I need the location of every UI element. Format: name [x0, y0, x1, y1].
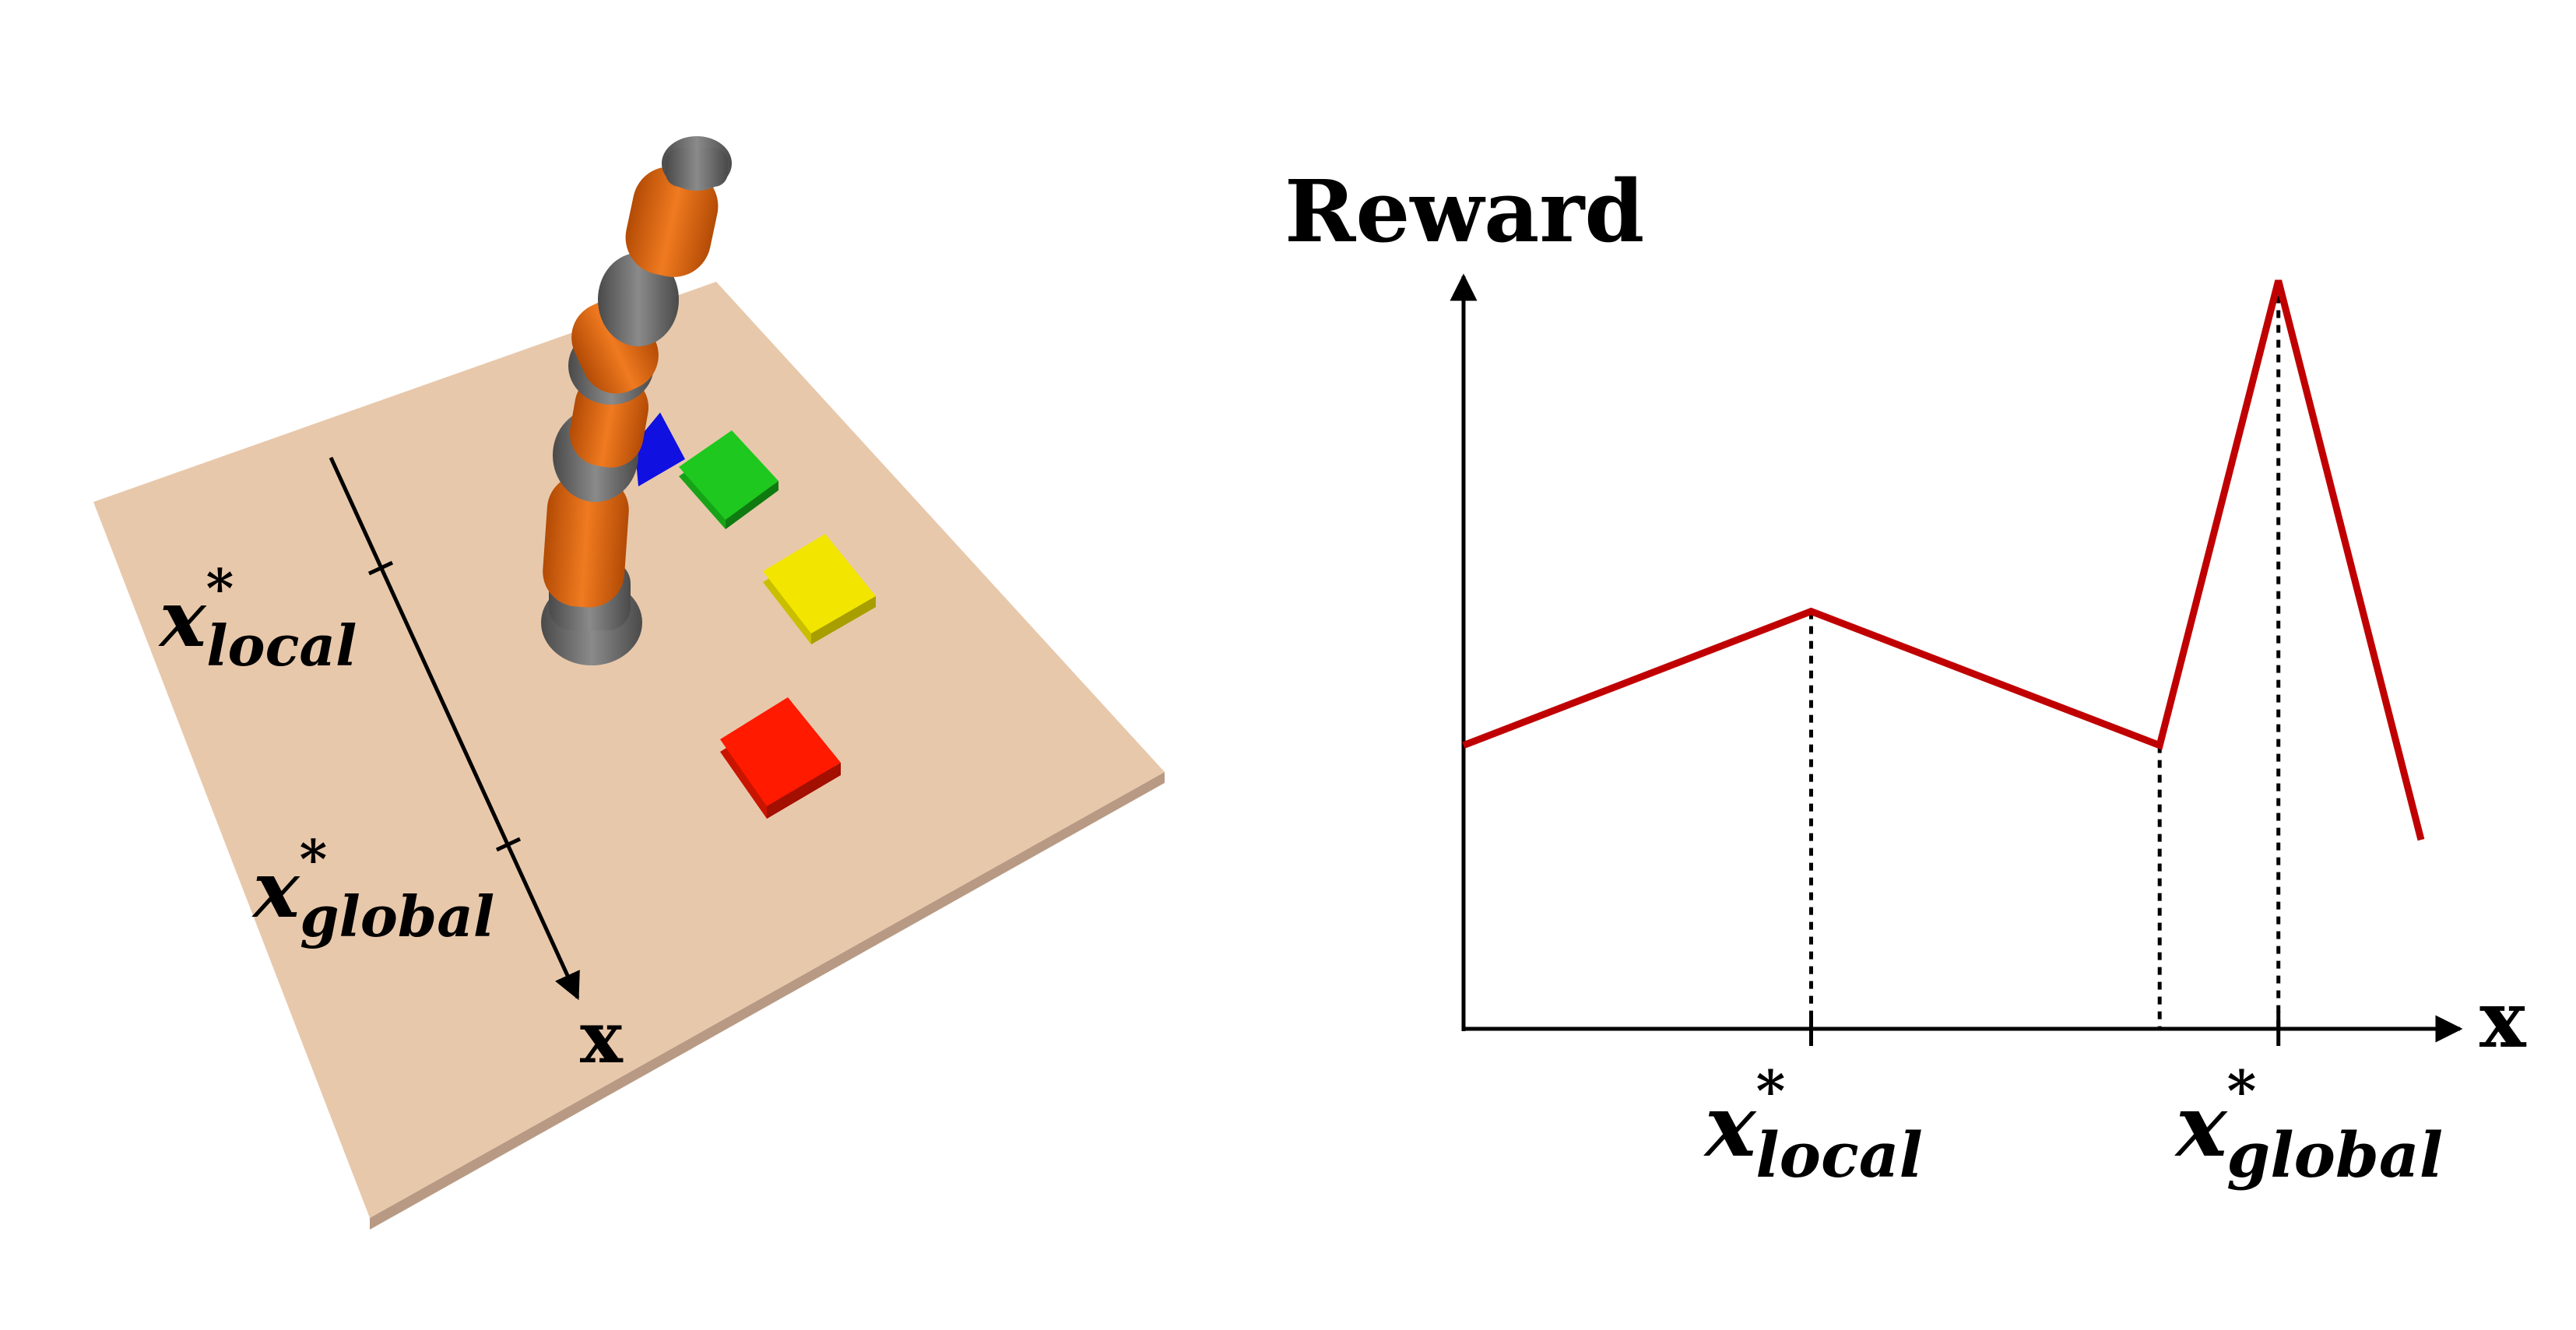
- robot-arm: [541, 136, 732, 665]
- table-side: [370, 772, 1165, 1230]
- local-tick: [367, 560, 394, 576]
- x-axis-label: x: [2479, 974, 2527, 1065]
- table-x-axis-label: x: [580, 995, 624, 1079]
- chart-local-label: x*local: [1703, 1058, 1923, 1191]
- reward-line: [1462, 279, 2425, 841]
- table-x-axis-arrow: [329, 456, 580, 1001]
- marker-lines: [1808, 280, 2281, 1029]
- yellow-block: [763, 534, 876, 644]
- table-top: [93, 282, 1165, 1218]
- table-scene: x x*local x*global: [93, 136, 1165, 1230]
- gripper: [634, 412, 685, 486]
- chart-global-label: x*global: [2174, 1058, 2443, 1191]
- reward-chart: Reward x x*local x*global: [1284, 161, 2527, 1191]
- y-axis-label: Reward: [1284, 161, 1644, 261]
- table-global-label: x*global: [251, 829, 494, 949]
- global-tick: [495, 837, 522, 852]
- table-local-label: x*local: [158, 558, 357, 679]
- green-block: [679, 430, 778, 529]
- red-block: [720, 697, 841, 819]
